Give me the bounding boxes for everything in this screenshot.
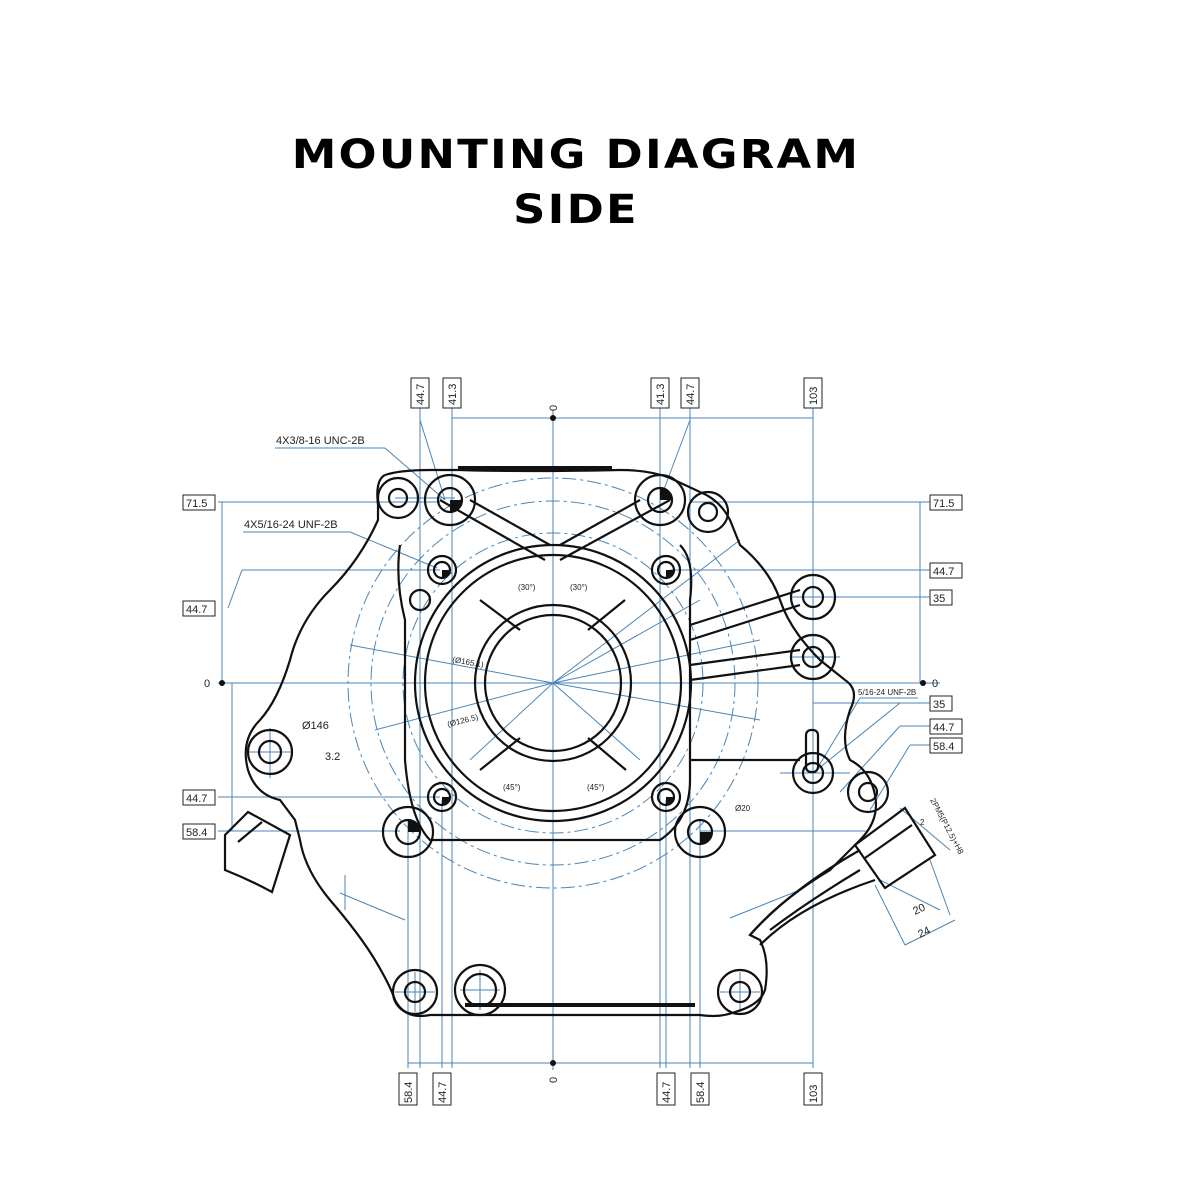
dim-bottom-44-7-right: 44.7 [661,1082,673,1103]
dim-bottom-58-4-right: 58.4 [695,1082,707,1103]
dim-top-44-7-right: 44.7 [685,384,697,405]
dim-bottom-zero: 0 [548,1077,560,1083]
dim-left-71-5: 71.5 [186,498,207,510]
dim-top-103: 103 [808,387,820,405]
dim-left-44-7-bottom: 44.7 [186,793,207,805]
angle-30-left: (30°) [518,583,536,592]
dim-left-58-4: 58.4 [186,827,207,839]
dim-right-44-7-bottom: 44.7 [933,722,954,734]
pcd-inner-note: (Ø126.5) [446,712,479,728]
dim-bottom-103: 103 [808,1085,820,1103]
dim-right-71-5: 71.5 [933,498,954,510]
dim-bottom-44-7-left: 44.7 [437,1082,449,1103]
shaft-dim-20: 20 [911,902,927,918]
dim-right-zero: 0 [932,678,938,690]
dim-right-35-bottom: 35 [933,699,945,711]
dim-right-35-top: 35 [933,593,945,605]
bore-diameter-note: Ø146 [302,720,329,732]
thread-note-small: 4X5/16-24 UNF-2B [244,519,338,531]
dim-bottom-58-4-left: 58.4 [403,1082,415,1103]
dim-top-zero: 0 [548,405,560,411]
engine-outline [223,466,937,1018]
page-subtitle: SIDE [513,187,639,233]
bore-diameter-sub: 3.2 [325,751,340,763]
thread-note-large: 4X3/8-16 UNC-2B [276,435,365,447]
shaft-dim-24: 24 [916,925,932,941]
dim-right-44-7-top: 44.7 [933,566,954,578]
dim-left-zero: 0 [204,678,210,690]
angle-45-right: (45°) [587,783,605,792]
pin-diameter-note: Ø20 [735,804,751,813]
shaft-dim-2: 2 [920,818,925,827]
angle-45-left: (45°) [503,783,521,792]
dim-right-58-4: 58.4 [933,741,954,753]
page-title: MOUNTING DIAGRAM [291,132,861,178]
dim-top-41-3-left: 41.3 [447,384,459,405]
hole-markers [219,415,926,1066]
dim-top-41-3-right: 41.3 [655,384,667,405]
dim-left-44-7-top: 44.7 [186,604,207,616]
dimension-lines [218,408,956,1070]
angle-30-right: (30°) [570,583,588,592]
thread-note-single: 5/16-24 UNF-2B [858,688,916,697]
dim-top-44-7-left: 44.7 [415,384,427,405]
